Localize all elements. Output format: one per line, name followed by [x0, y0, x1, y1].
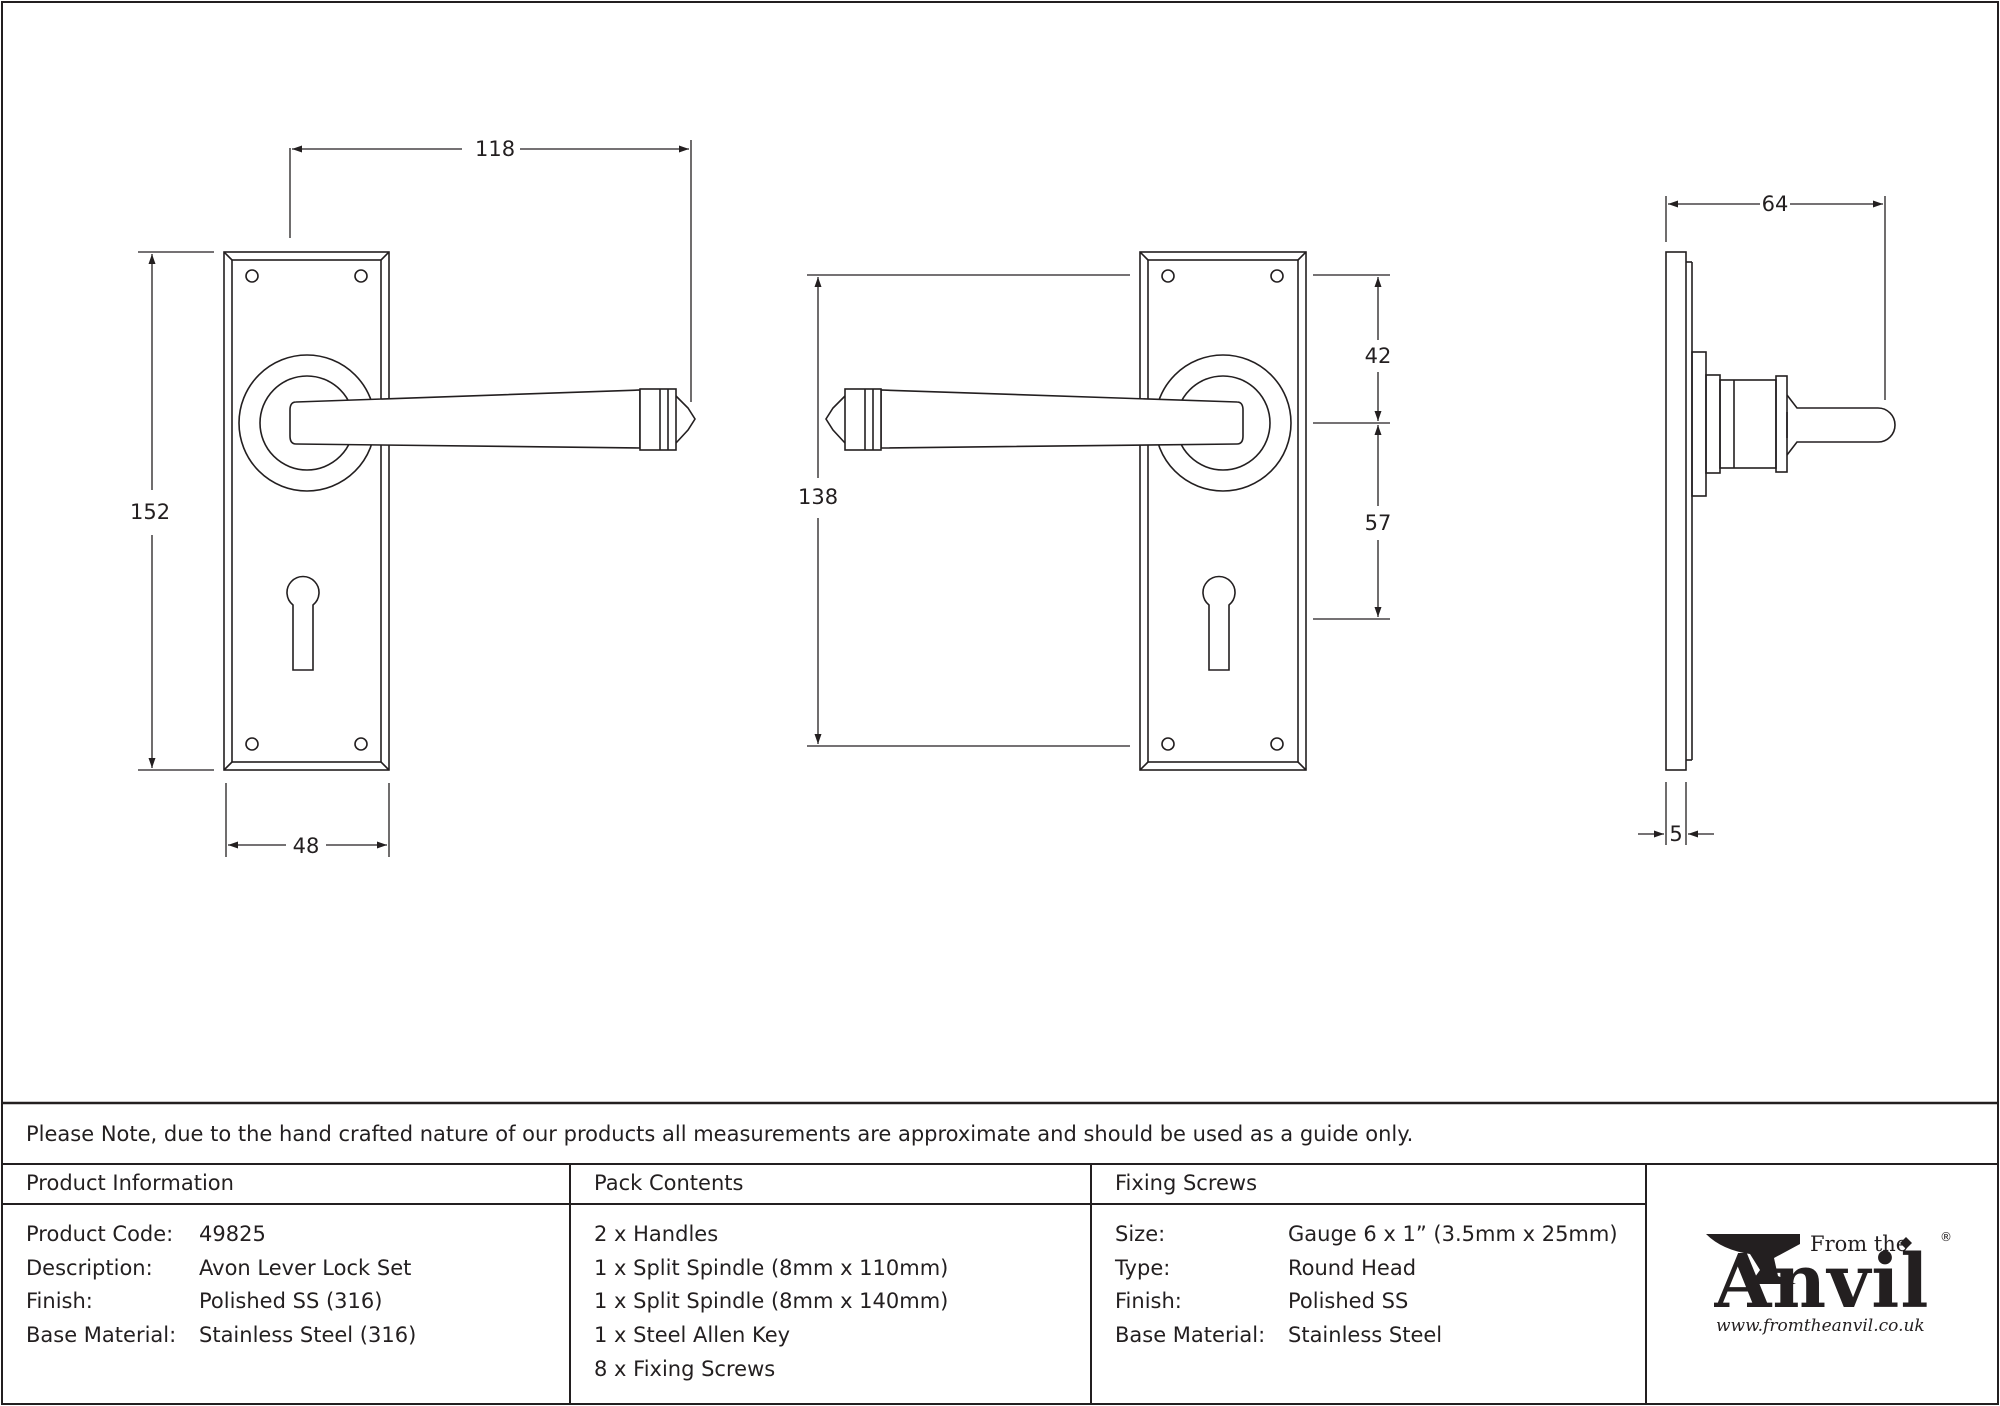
logo-website-url: www.fromtheanvil.co.uk — [1716, 1316, 1925, 1336]
side-view-drawing — [1665, 251, 1896, 771]
product-info-value: Avon Lever Lock Set — [199, 1256, 412, 1280]
pack-item: 1 x Steel Allen Key — [594, 1323, 791, 1347]
fixing-screws-heading: Fixing Screws — [1115, 1171, 1258, 1195]
rear-view-dimensions — [807, 274, 1390, 747]
fixing-screws-label: Size: — [1115, 1222, 1166, 1246]
product-info-label: Description: — [26, 1256, 153, 1280]
info-table-grid — [2, 1101, 1998, 1404]
product-info-value: 49825 — [199, 1222, 266, 1246]
pack-item: 1 x Split Spindle (8mm x 110mm) — [594, 1256, 949, 1280]
fixing-screws-value: Gauge 6 x 1” (3.5mm x 25mm) — [1288, 1222, 1618, 1246]
product-info-label: Base Material: — [26, 1323, 177, 1347]
fixing-screws-value: Round Head — [1288, 1256, 1417, 1280]
dim-front-height: 152 — [130, 500, 171, 524]
pack-contents-heading: Pack Contents — [594, 1171, 744, 1195]
fixing-screws-value: Polished SS — [1288, 1289, 1409, 1313]
dim-plate-width: 48 — [292, 834, 320, 858]
product-info-label: Finish: — [26, 1289, 93, 1313]
product-info-value: Polished SS (316) — [199, 1289, 383, 1313]
product-info-value: Stainless Steel (316) — [199, 1323, 417, 1347]
rear-view-drawing — [825, 251, 1307, 771]
logo-from-the: From the — [1810, 1232, 1909, 1256]
pack-item: 2 x Handles — [594, 1222, 719, 1246]
product-info-heading: Product Information — [26, 1171, 234, 1195]
product-info-label: Product Code: — [26, 1222, 174, 1246]
logo-registered-mark: ® — [1940, 1230, 1952, 1244]
dim-top-to-spindle: 42 — [1364, 344, 1392, 368]
measurement-note: Please Note, due to the hand crafted nat… — [26, 1122, 1414, 1146]
dim-spindle-height: 138 — [798, 485, 839, 509]
dim-front-width: 118 — [475, 137, 516, 161]
fixing-screws-label: Base Material: — [1115, 1323, 1266, 1347]
fixing-screws-label: Finish: — [1115, 1289, 1182, 1313]
front-view-dimensions — [138, 140, 692, 857]
side-view-dimensions — [1638, 196, 1886, 845]
pack-item: 8 x Fixing Screws — [594, 1357, 776, 1381]
fixing-screws-value: Stainless Steel — [1288, 1323, 1443, 1347]
front-view-drawing — [223, 251, 696, 771]
dim-spindle-to-keyhole: 57 — [1364, 511, 1392, 535]
fixing-screws-label: Type: — [1115, 1256, 1171, 1280]
pack-item: 1 x Split Spindle (8mm x 140mm) — [594, 1289, 949, 1313]
anvil-logo-icon — [1706, 1234, 1912, 1284]
diamond-icon — [1900, 1237, 1912, 1249]
logo-brand-name: Anvil — [1714, 1244, 1930, 1320]
dim-plate-thickness: 5 — [1669, 822, 1683, 846]
dim-projection: 64 — [1761, 192, 1789, 216]
